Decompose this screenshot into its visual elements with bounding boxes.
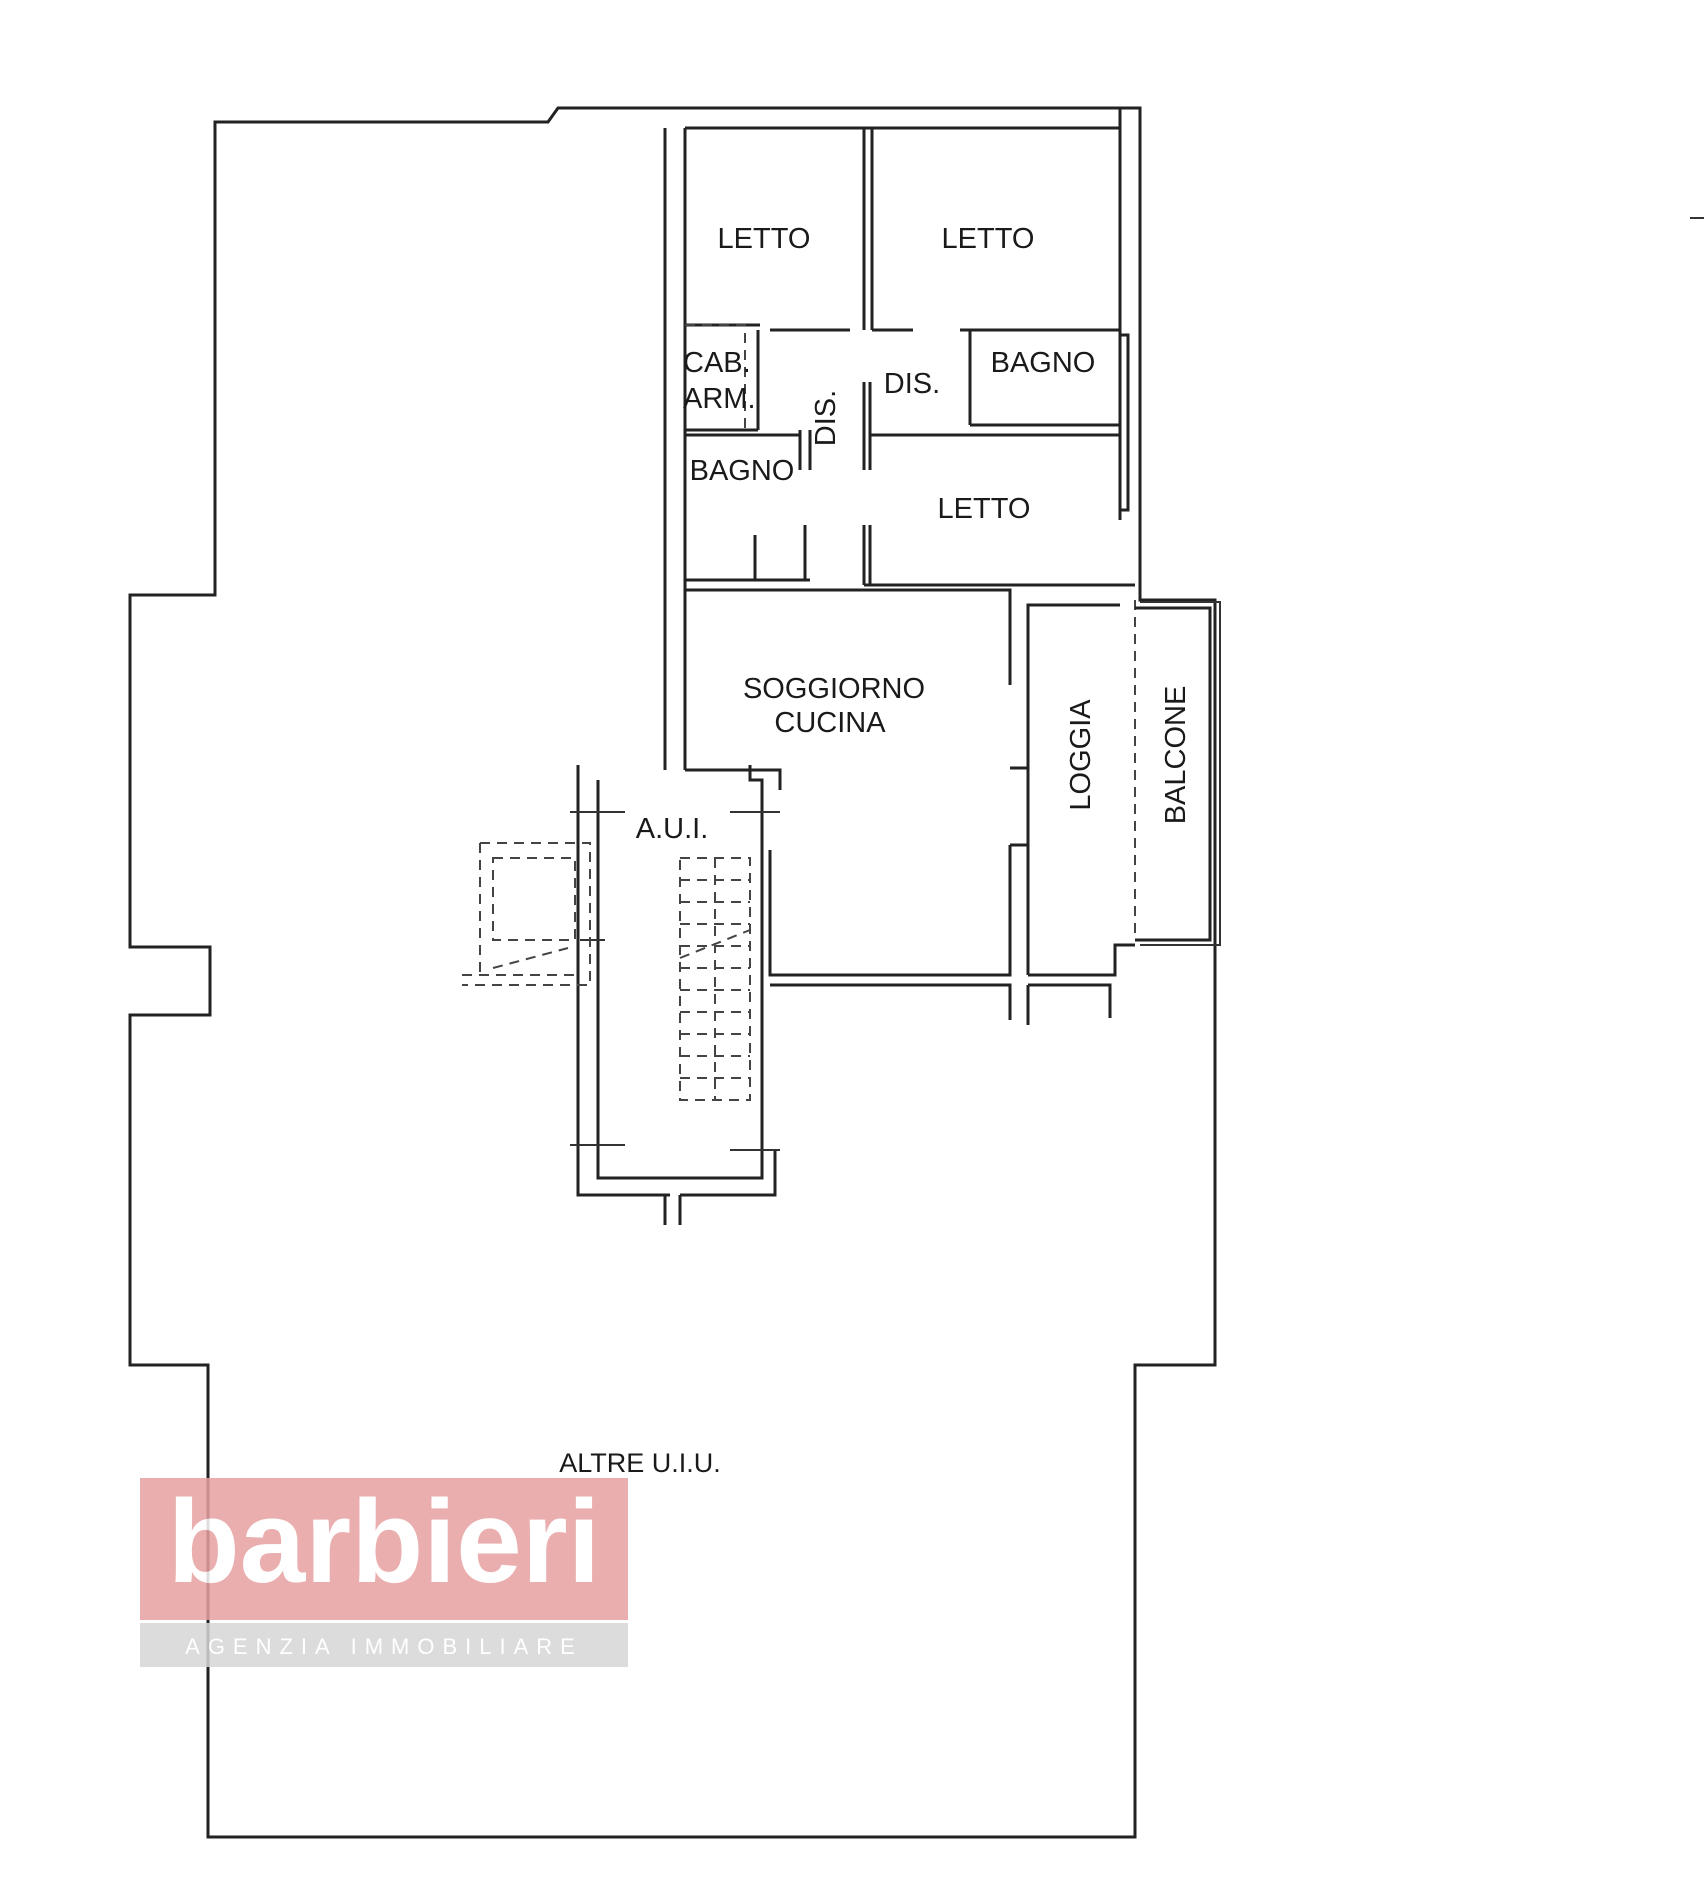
partition-letto-row-bottom [685,323,1120,332]
label-altre-uiu: ALTRE U.I.U. [559,1448,721,1478]
label-cab-arm-line2: ARM. [683,383,756,415]
watermark-tagline-text: AGENZIA IMMOBILIARE [185,1634,583,1659]
watermark-tagline-bg [140,1623,628,1667]
apartment-wall-top [685,108,1122,520]
aui-walls [576,765,777,1225]
watermark-brand-bg [140,1478,628,1620]
partition-letto1-letto2 [862,128,874,330]
soggiorno-walls [683,588,1120,977]
label-dis: DIS. [884,368,940,400]
label-letto-2: LETTO [942,223,1035,255]
label-bagno-1: BAGNO [991,347,1096,379]
watermark-brand-text: barbieri [168,1476,601,1608]
cab-arm-walls [685,330,760,432]
apartment-wall-left [663,128,687,770]
lower-link-walls [770,983,1112,1025]
label-bagno-2: BAGNO [690,455,795,487]
aui-door-ticks [570,811,780,1151]
label-letto-1: LETTO [718,223,811,255]
label-balcone: BALCONE [1160,686,1192,825]
letto3-walls [862,433,1135,587]
label-letto-3: LETTO [938,493,1031,525]
label-aui: A.U.I. [636,813,709,845]
cab-arm-dashed [685,324,746,430]
loggia-walls [1010,605,1135,977]
label-loggia: LOGGIA [1065,699,1097,811]
dis-walls [862,330,1130,512]
aui-side-landing [462,842,591,986]
balcone-rail [1135,606,1212,942]
building-outline [128,106,1217,1839]
bagno1-walls [685,430,812,582]
watermark-logo: barbieri AGENZIA IMMOBILIARE [140,1476,628,1667]
stairs [679,857,751,1101]
label-dis-vertical: DIS. [810,390,842,446]
label-soggiorno-line2: CUCINA [774,707,886,739]
label-cab-arm-line1: CAB. [683,347,751,379]
building-outline-inner [1140,601,1221,946]
label-soggiorno-line1: SOGGIORNO [743,673,925,705]
